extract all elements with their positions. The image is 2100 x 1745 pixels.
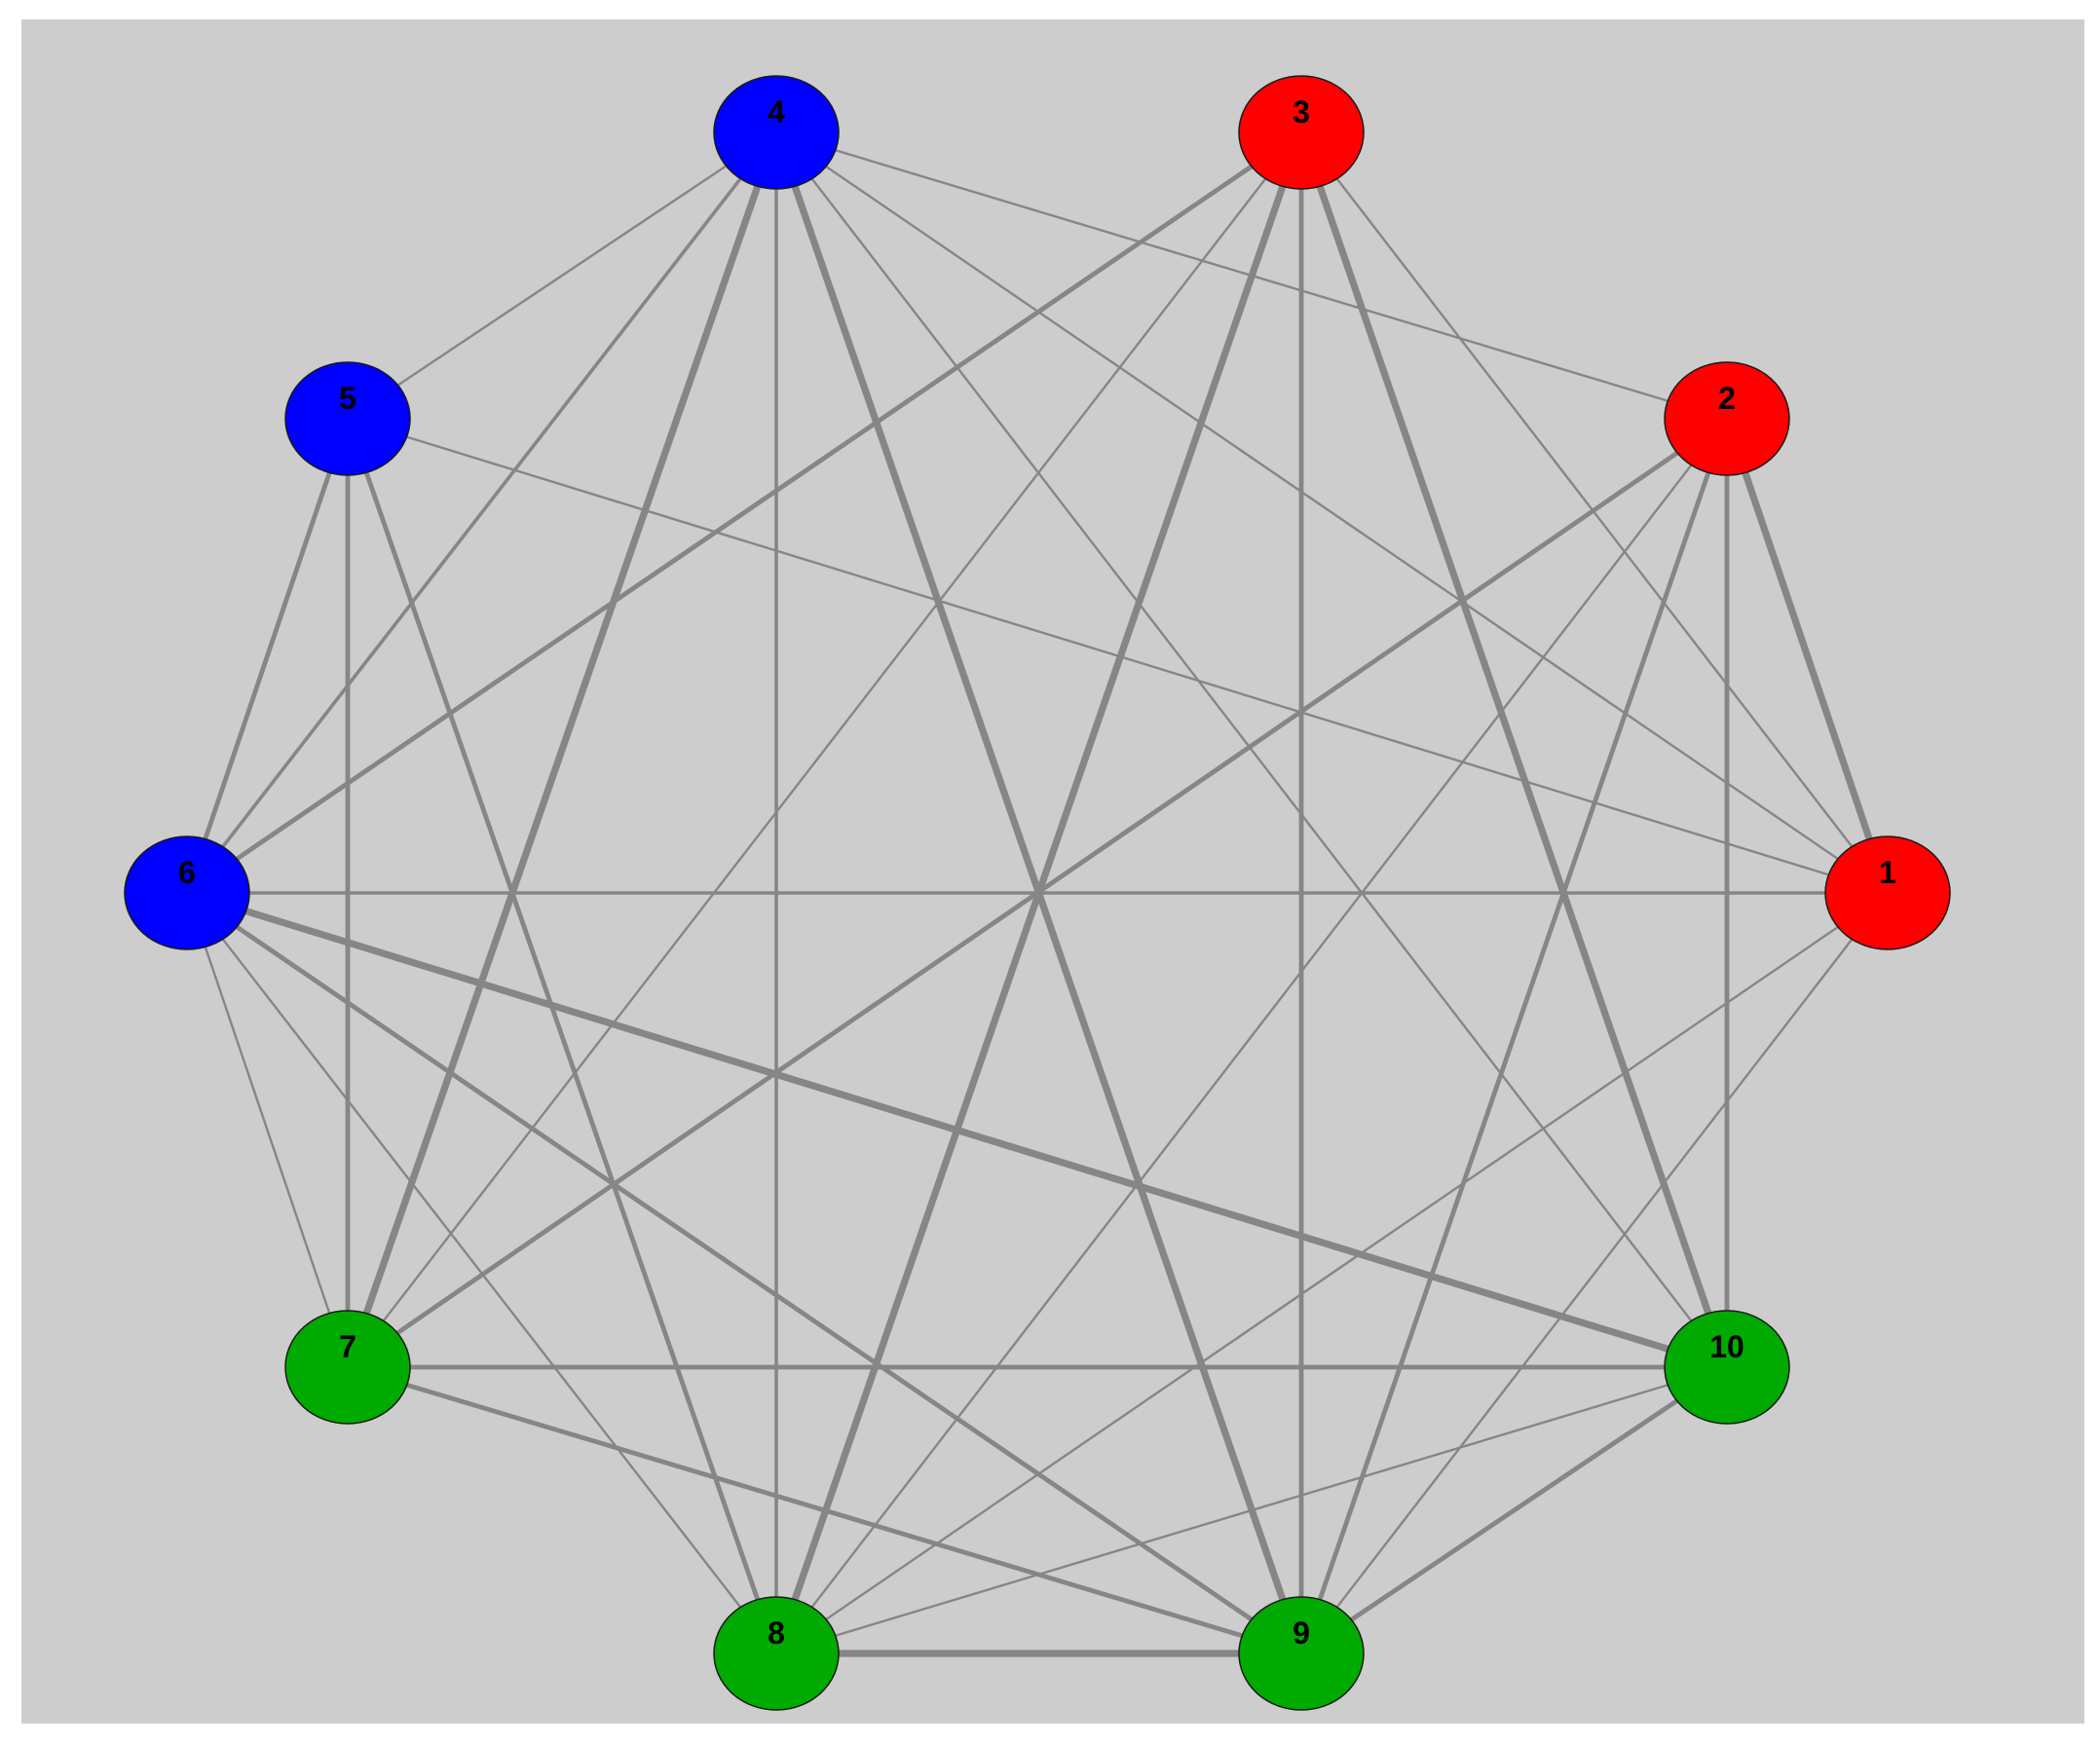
nodes-layer: 1 2 3 4 5 6 7 8 9 10	[124, 75, 1951, 1711]
node-label: 8	[768, 1615, 785, 1651]
node-label: 6	[178, 855, 196, 890]
edge-1-3	[1299, 130, 1890, 895]
node-4[interactable]: 4	[713, 75, 840, 190]
node-9[interactable]: 9	[1238, 1596, 1365, 1711]
node-circle	[1238, 1596, 1365, 1711]
edge-4-6	[185, 130, 778, 895]
edge-9-10	[1298, 1364, 1730, 1656]
node-7[interactable]: 7	[284, 1310, 411, 1425]
edge-1-4	[774, 130, 1890, 895]
node-8[interactable]: 8	[713, 1596, 840, 1711]
node-label: 2	[1718, 381, 1736, 416]
node-6[interactable]: 6	[124, 835, 250, 950]
node-1[interactable]: 1	[1824, 835, 1951, 950]
node-3[interactable]: 3	[1238, 75, 1365, 190]
edge-4-9	[772, 129, 1305, 1657]
edge-2-9	[1298, 416, 1730, 1656]
edge-3-7	[346, 130, 1303, 1369]
edge-4-5	[346, 130, 778, 421]
edge-8-10	[774, 1365, 1729, 1655]
edge-3-10	[1297, 129, 1731, 1371]
edge-3-6	[184, 130, 1304, 896]
node-circle	[1664, 361, 1790, 476]
edges-layer	[183, 129, 1892, 1657]
edge-1-2	[1723, 415, 1892, 897]
edge-5-6	[184, 416, 351, 896]
node-circle	[713, 75, 840, 190]
node-label: 3	[1293, 94, 1310, 130]
node-circle	[284, 361, 411, 476]
graph-panel: 1 2 3 4 5 6 7 8 9 10	[21, 19, 2084, 1724]
edge-6-7	[185, 891, 350, 1369]
node-circle	[713, 1596, 840, 1711]
edge-4-10	[774, 130, 1729, 1369]
node-circle	[1238, 75, 1365, 190]
edge-6-10	[183, 889, 1731, 1371]
node-label: 10	[1709, 1329, 1744, 1364]
edge-6-9	[184, 890, 1304, 1656]
edge-5-8	[345, 416, 779, 1656]
edge-1-8	[774, 891, 1890, 1655]
node-10[interactable]: 10	[1664, 1310, 1790, 1425]
node-circle	[1824, 835, 1951, 950]
node-label: 5	[339, 381, 356, 416]
edge-6-8	[185, 891, 778, 1655]
node-label: 1	[1879, 855, 1896, 890]
node-circle	[284, 1310, 411, 1425]
node-label: 7	[339, 1329, 356, 1364]
node-5[interactable]: 5	[284, 361, 411, 476]
node-label: 4	[768, 94, 785, 130]
node-2[interactable]: 2	[1664, 361, 1790, 476]
edge-7-9	[345, 1364, 1304, 1656]
edge-2-8	[774, 417, 1729, 1655]
edge-4-7	[344, 129, 780, 1371]
network-graph: 1 2 3 4 5 6 7 8 9 10	[124, 75, 1951, 1711]
edge-1-9	[1299, 891, 1890, 1655]
node-label: 9	[1293, 1615, 1310, 1651]
node-circle	[1664, 1310, 1790, 1425]
node-circle	[124, 835, 250, 950]
